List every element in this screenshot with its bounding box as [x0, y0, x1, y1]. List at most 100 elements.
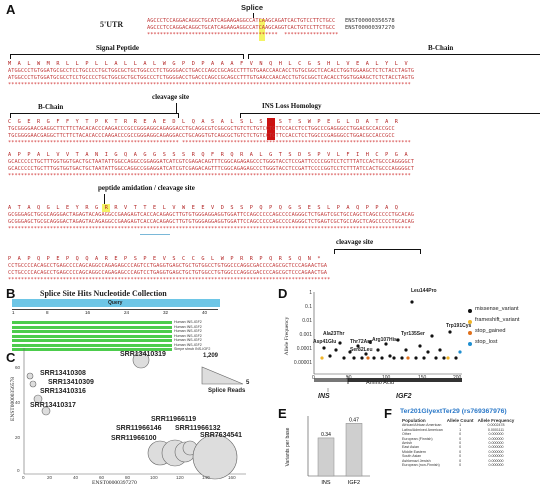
- variant-point: [320, 356, 324, 360]
- col-header: Allele Frequency: [477, 418, 515, 423]
- dna-seq-2a: TGCGGGGAACGAGGCTTCTTCTACACACCCAAGACCCGCC…: [8, 126, 395, 132]
- d-ytick: 1: [309, 290, 312, 296]
- variant-point: [338, 341, 342, 345]
- bubble-label: SRR13410317: [30, 402, 76, 409]
- b-tick: 24: [124, 310, 130, 315]
- query-bar: [12, 299, 220, 307]
- aa-seq-3: A P P A L V V T A N I G Q A G G S S S R …: [8, 152, 408, 158]
- bracket-tick: [243, 54, 244, 59]
- table-cell: 0.000000: [488, 445, 504, 450]
- b-tick: 16: [85, 310, 91, 315]
- table-cell: 0: [459, 449, 462, 454]
- b-axis-ticks: 1 8 16 24 32 40: [12, 310, 218, 317]
- underline-mark: [140, 234, 170, 235]
- variant-point: [434, 356, 438, 360]
- variant-label: Leu144Pro: [411, 288, 437, 294]
- table-cell: European (Finnish): [402, 436, 433, 441]
- table-cell: 1: [459, 427, 462, 432]
- table-cell: Latino/Admixed American: [402, 427, 443, 432]
- table-cell: 0.000000: [488, 458, 504, 463]
- legend-max: 1,209: [203, 353, 219, 359]
- hit-label: Simpe shrub INS-IGF2: [174, 347, 211, 351]
- table-cell: 0: [459, 454, 462, 459]
- panel-c-svg: [23, 348, 246, 480]
- table-cell: 0: [459, 463, 462, 468]
- bubble-label: SRR13410308: [40, 370, 86, 377]
- c-xtick: 140: [202, 475, 210, 480]
- bracket-tick: [420, 249, 421, 254]
- label-b-chain-1: B-Chain: [428, 44, 454, 52]
- c-ytick: 0: [17, 468, 20, 473]
- variant-point: [356, 344, 360, 348]
- b-tick: 1: [12, 310, 15, 315]
- bubble-label: SRR13410316: [40, 388, 86, 395]
- panel-b-letter: B: [6, 286, 16, 301]
- bubble-label: SRR11966146: [116, 425, 162, 432]
- table-cell: European (non-Finnish): [402, 463, 440, 468]
- hit-label: Human INS-IGF2: [174, 324, 202, 329]
- bracket-ins-loss: [240, 113, 540, 114]
- label-cleavage-1: cleavage site: [152, 93, 190, 101]
- variant-point: [454, 356, 458, 360]
- c-xtick: 40: [73, 475, 79, 480]
- c-xtick: 160: [228, 475, 236, 480]
- panel-b-title: Splice Site Hits Nucleotide Collection: [40, 289, 167, 298]
- table-cell: 0.0002478: [487, 423, 505, 428]
- table-cell: 0.000000: [488, 436, 504, 441]
- bar-value-label: 0.47: [349, 417, 359, 423]
- label-amidation: peptide amidation / cleavage site: [98, 184, 195, 192]
- igf2-gene-bar: [348, 378, 462, 382]
- variant-point: [448, 330, 452, 334]
- label-b-chain-2: B-Chain: [38, 103, 64, 111]
- hit-label: Human INS-IGF2: [174, 338, 202, 342]
- transcript-id-1: ENST00000356578: [345, 18, 395, 24]
- dna-seq-4a: GCGGGAGCTGCGCAGGGACTAGAGTACAGAGGCCGAAGAG…: [8, 212, 415, 218]
- panel-d-svg: [313, 292, 462, 392]
- variant-point: [442, 356, 446, 360]
- gene-igf2-label: IGF2: [396, 393, 412, 400]
- bubble-label: SRR13410309: [48, 379, 94, 386]
- legend-dot: [468, 331, 472, 335]
- d-xtick: 50: [346, 375, 352, 381]
- d-ytick: 0.001: [299, 332, 312, 338]
- variant-point: [360, 356, 364, 360]
- variant-bar: [317, 437, 335, 477]
- bubble-label: SRR13410319: [120, 351, 166, 358]
- dna-seq-4b: GCGGGAGCTGCGCAGGGACTAGAGTACAGAGGCCGAAGAG…: [8, 219, 415, 225]
- d-ytick: 0.01: [302, 318, 312, 324]
- splice-tick: [253, 13, 254, 18]
- ins-gene-bar: [314, 378, 348, 382]
- bubble-label: SRR11966119: [151, 416, 197, 423]
- bracket-b-chain-1: [248, 54, 540, 55]
- variant-point: [376, 348, 380, 352]
- table-cell: 0: [459, 441, 462, 446]
- table-cell: 0: [459, 436, 462, 441]
- aa-seq-1: M A L W M R L L P L L A L L A L W G P D …: [8, 61, 408, 67]
- bubble: [26, 372, 34, 380]
- transcript-id-2: ENST00000397270: [345, 25, 395, 31]
- variant-point: [396, 338, 400, 342]
- splice-label: Splice: [241, 3, 264, 12]
- utr-stars: ****************************************…: [147, 32, 339, 38]
- table-cell: Ashkenazi Jewish: [402, 458, 431, 463]
- d-ytick: 0.00001: [293, 360, 312, 366]
- legend-min: 5: [246, 380, 250, 386]
- variant-point: [352, 356, 356, 360]
- label-signal-peptide: Signal Peptide: [96, 44, 139, 52]
- table-cell: 1: [459, 423, 462, 428]
- legend-caption: Splice Reads: [208, 388, 246, 394]
- table-cell: South Asian: [402, 454, 422, 459]
- e-ylabel-wrap: Variants per base: [282, 420, 292, 476]
- ins-loss-highlight: [267, 118, 275, 140]
- bubble: [29, 380, 37, 388]
- population-table-wrap: Population Allele Count Allele Frequency…: [400, 418, 516, 468]
- table-cell: Amish: [402, 441, 412, 446]
- hit-bar: [12, 321, 172, 324]
- bubble: [33, 394, 43, 404]
- table-cell: Middle Eastern: [402, 449, 426, 454]
- variant-point: [384, 342, 388, 346]
- c-ytick: 40: [15, 400, 21, 405]
